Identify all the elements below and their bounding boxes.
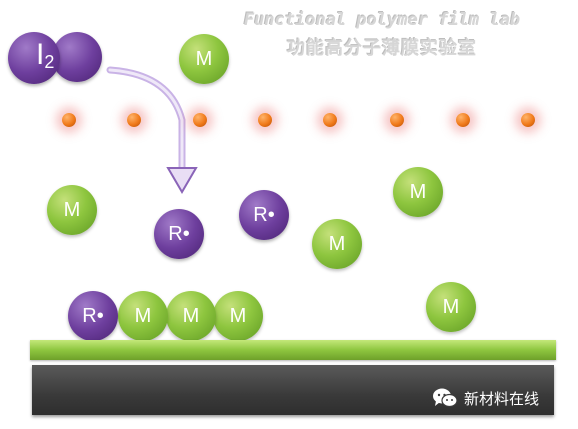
monomer-label: M [182, 304, 200, 327]
chain-monomer: M [118, 291, 168, 341]
source-logo: 新材料在线 [432, 386, 539, 410]
iodine-dot [390, 113, 404, 127]
iodine-dot [456, 113, 470, 127]
monomer-label: M [442, 295, 460, 318]
monomer-label: M [409, 180, 427, 203]
watermark-chinese: 功能高分子薄膜实验室 [287, 38, 477, 59]
chain-monomer: M [213, 291, 263, 341]
substrate [32, 365, 554, 415]
polymer-film-layer [30, 340, 556, 360]
radical-label: R• [168, 222, 190, 245]
monomer-label: M [63, 198, 81, 221]
monomer: M [393, 167, 443, 217]
monomer-label: M [328, 232, 346, 255]
watermark-english: Functional polymer film lab [243, 10, 521, 30]
monomer: M [47, 185, 97, 235]
chain-monomer: M [166, 291, 216, 341]
source-name: 新材料在线 [464, 389, 540, 408]
iodine-dot [521, 113, 535, 127]
monomer-label: M [195, 47, 213, 70]
radical-label: R• [253, 203, 275, 226]
iodine-dot [62, 113, 76, 127]
monomer: M [179, 34, 229, 84]
wechat-icon [433, 388, 458, 408]
iodine-subscript: 2 [44, 52, 55, 73]
iodine-dot [323, 113, 337, 127]
iodine-dot [193, 113, 207, 127]
curved-arrow-icon [106, 66, 198, 194]
iodine-molecule: I2 [8, 32, 102, 84]
radical: R• [239, 190, 289, 240]
chain-radical: R• [68, 291, 118, 341]
iodine-dot [127, 113, 141, 127]
monomer: M [426, 282, 476, 332]
radical-label: R• [82, 304, 104, 327]
iodine-dot [258, 113, 272, 127]
monomer: M [312, 219, 362, 269]
iodine-letter: I [36, 38, 45, 71]
monomer-label: M [229, 304, 247, 327]
monomer-label: M [134, 304, 152, 327]
radical: R• [154, 209, 204, 259]
